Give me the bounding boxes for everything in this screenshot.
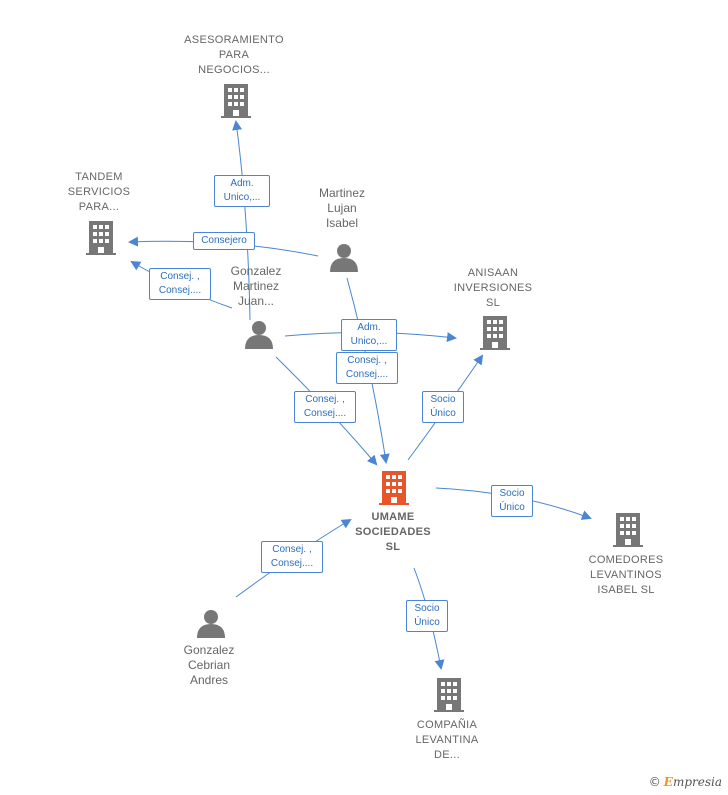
brand-name: mpresia — [672, 775, 722, 789]
edge-label-socio-unico-anisaan[interactable]: Socio Único — [422, 391, 464, 423]
edge-label-consej-tandem[interactable]: Consej. , Consej.... — [149, 268, 211, 300]
gonzalez-martinez-person-icon[interactable] — [245, 321, 273, 349]
edge-label-socio-unico-compania[interactable]: Socio Único — [406, 600, 448, 632]
node-label-tandem[interactable]: TANDEM SERVICIOS PARA... — [67, 171, 131, 213]
asesoramiento-building-icon[interactable] — [221, 84, 251, 118]
edge-label-consej-martinez-lujan[interactable]: Consej. , Consej.... — [336, 352, 398, 384]
martinez-lujan-person-icon[interactable] — [330, 244, 358, 272]
node-label-asesoramiento[interactable]: ASESORAMIENTO PARA NEGOCIOS... — [184, 34, 284, 76]
edge-label-socio-unico-comedores[interactable]: Socio Único — [491, 485, 533, 517]
edge-label-consejero-tandem[interactable]: Consejero — [193, 232, 255, 250]
edge-label-consej-cebrian[interactable]: Consej. , Consej.... — [261, 541, 323, 573]
empresia-brand: ©Empresia — [649, 775, 722, 789]
edge-label-adm-unico-anisaan[interactable]: Adm. Unico,... — [341, 319, 397, 351]
edge-label-adm-unico-asesoramiento[interactable]: Adm. Unico,... — [214, 175, 270, 207]
node-label-martinez-lujan[interactable]: Martinez Lujan Isabel — [318, 186, 366, 230]
brand-initial: E — [663, 775, 673, 789]
compania-building-icon[interactable] — [434, 678, 464, 712]
edge-label-consej-gonzalez[interactable]: Consej. , Consej.... — [294, 391, 356, 423]
anisaan-building-icon[interactable] — [480, 316, 510, 350]
edge-martinez-to-asesoramiento — [232, 120, 251, 321]
node-label-comedores[interactable]: COMEDORES LEVANTINOS ISABEL SL — [588, 554, 664, 596]
node-label-gonzalez-cebrian[interactable]: Gonzalez Cebrian Andres — [183, 643, 235, 687]
umame-building-icon[interactable] — [379, 471, 409, 505]
node-label-anisaan[interactable]: ANISAAN INVERSIONES SL — [453, 267, 533, 309]
node-label-umame[interactable]: UMAME SOCIEDADES SL — [355, 511, 431, 553]
comedores-building-icon[interactable] — [613, 513, 643, 547]
tandem-building-icon[interactable] — [86, 221, 116, 255]
node-label-compania[interactable]: COMPAÑIA LEVANTINA DE... — [415, 719, 479, 761]
node-label-gonzalez-martinez[interactable]: Gonzalez Martinez Juan... — [230, 264, 282, 308]
copyright-symbol: © — [648, 775, 661, 789]
gonzalez-cebrian-person-icon[interactable] — [197, 610, 225, 638]
